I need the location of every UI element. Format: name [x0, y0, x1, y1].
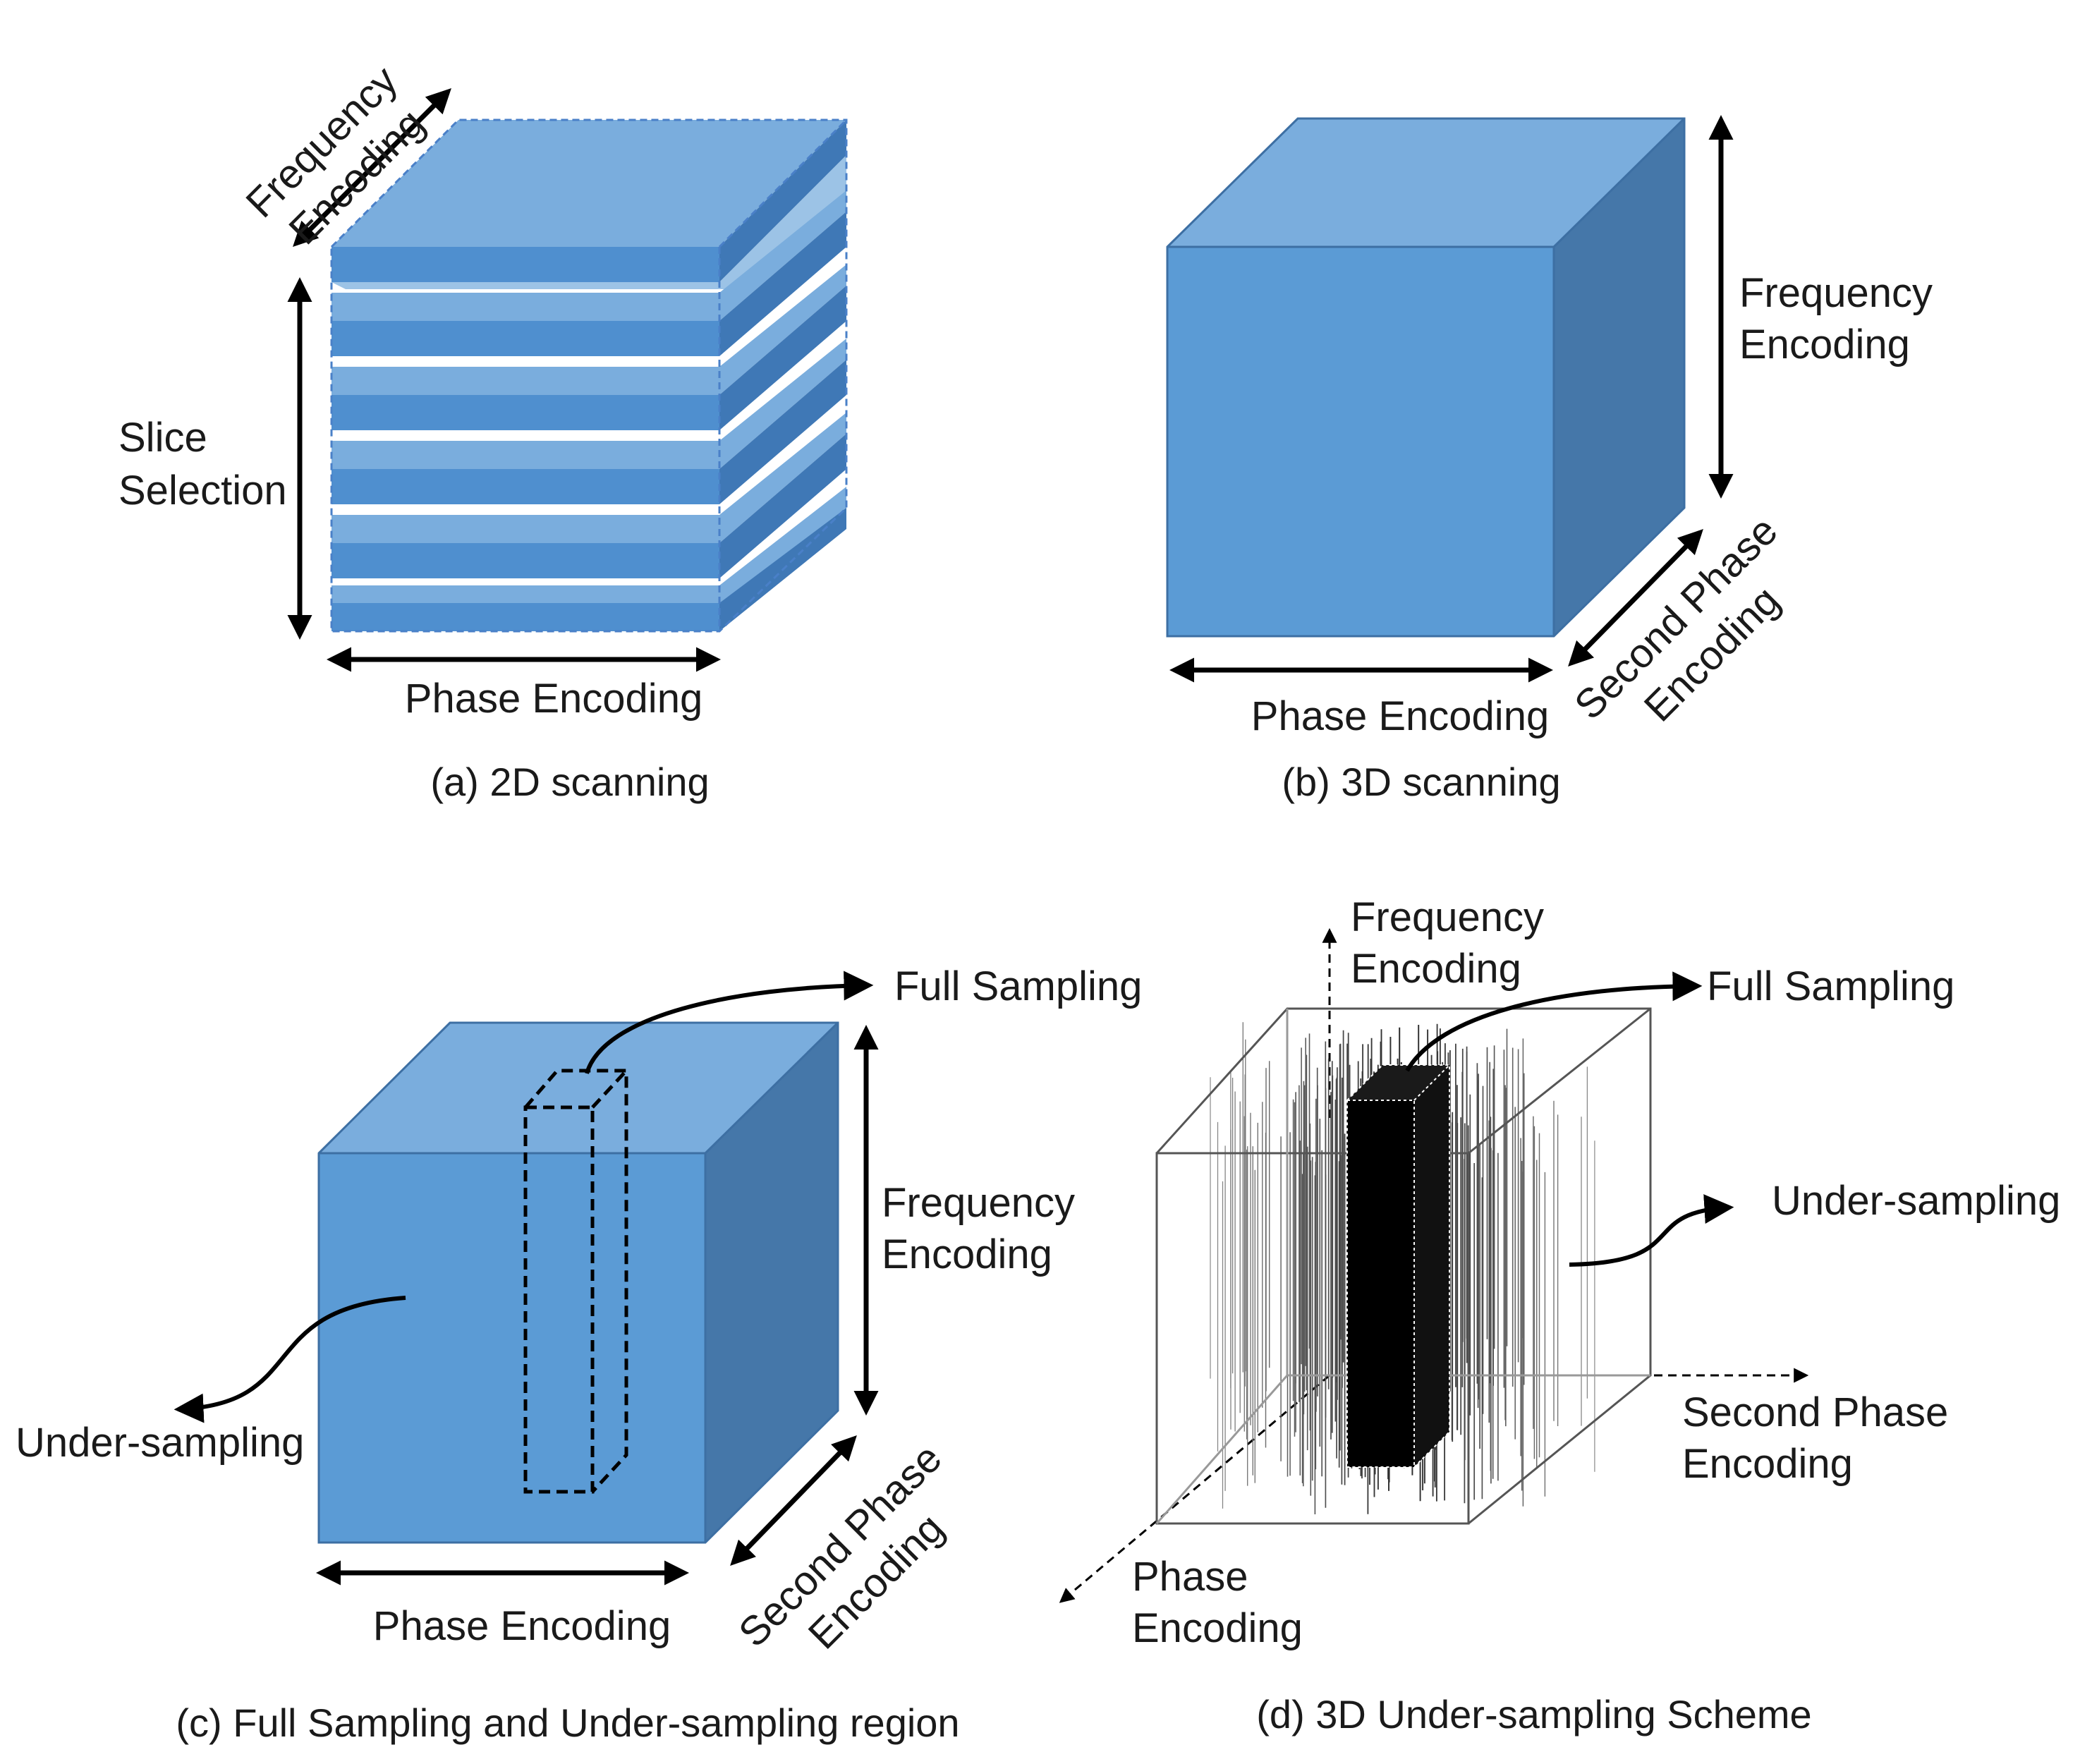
- full-sampling-label-d: Full Sampling: [1707, 963, 1954, 1009]
- cube-b: [1166, 117, 1686, 638]
- phase-axis-d: [1059, 1374, 1330, 1603]
- cube-b-front: [1167, 247, 1554, 636]
- under-sampling-arrow-d: [1569, 1194, 1734, 1267]
- second-phase-arrow-c: [730, 1435, 857, 1567]
- frequency-label-b-1: Frequency: [1739, 270, 1933, 316]
- frequency-label-b-2: Encoding: [1739, 322, 1910, 367]
- slice-label-a-1: Slice: [118, 415, 207, 461]
- frequency-label-c-1: Frequency: [882, 1180, 1075, 1226]
- caption-c: (c) Full Sampling and Under-sampling reg…: [176, 1701, 959, 1745]
- cube-c-top: [319, 1023, 838, 1153]
- frequency-label-d-2: Encoding: [1351, 946, 1521, 992]
- under-sampling-arrow-c: [174, 1296, 406, 1423]
- stack-top-face: [332, 120, 846, 247]
- phase-label-d-2: Encoding: [1132, 1605, 1303, 1651]
- under-sampling-label-c: Under-sampling: [16, 1420, 304, 1466]
- panel-b: Frequency Encoding Second Phase Encoding…: [1166, 115, 1933, 804]
- slice-2: [332, 190, 846, 356]
- cube-c: [317, 1021, 839, 1544]
- slice-1: [332, 120, 846, 289]
- full-sampling-column: [523, 1069, 628, 1494]
- caption-b: (b) 3D scanning: [1282, 760, 1560, 804]
- panel-a: Frequency Encoding Slice Selection Phase…: [118, 57, 848, 804]
- slice-5: [332, 413, 846, 578]
- second-phase-label-d-1: Second Phase: [1682, 1389, 1948, 1435]
- phase-label-c: Phase Encoding: [373, 1603, 671, 1649]
- under-sampling-label-d: Under-sampling: [1772, 1178, 2060, 1224]
- caption-a: (a) 2D scanning: [430, 760, 709, 804]
- second-phase-arrow-b: [1568, 529, 1703, 667]
- slice-label-a-2: Selection: [118, 468, 287, 513]
- frequency-label-d-1: Frequency: [1351, 894, 1544, 940]
- cube-b-side: [1554, 118, 1684, 636]
- panel-d: Frequency Encoding Full Sampling Under-s…: [1059, 894, 2060, 1736]
- phase-label-a: Phase Encoding: [405, 676, 703, 722]
- cube-c-front: [319, 1153, 705, 1543]
- slice-4: [332, 339, 846, 504]
- full-sampling-block-d: [1346, 1064, 1450, 1468]
- full-sampling-label-c: Full Sampling: [894, 963, 1142, 1009]
- cube-c-side: [705, 1023, 838, 1543]
- frequency-label-c-2: Encoding: [882, 1231, 1052, 1277]
- panel-c: Full Sampling Frequency Encoding Under-s…: [16, 963, 1142, 1745]
- slice-3: [332, 264, 846, 430]
- slice-stack: [330, 118, 848, 633]
- full-sampling-arrow-d: [1405, 971, 1703, 1072]
- cube-b-top: [1167, 118, 1684, 247]
- second-phase-label-d-2: Encoding: [1682, 1441, 1853, 1487]
- caption-d: (d) 3D Under-sampling Scheme: [1256, 1692, 1811, 1736]
- full-sampling-arrow-c: [585, 971, 874, 1074]
- frequency-arrow-a: [293, 88, 451, 247]
- phase-label-d-1: Phase: [1132, 1554, 1248, 1600]
- phase-label-b: Phase Encoding: [1251, 693, 1549, 739]
